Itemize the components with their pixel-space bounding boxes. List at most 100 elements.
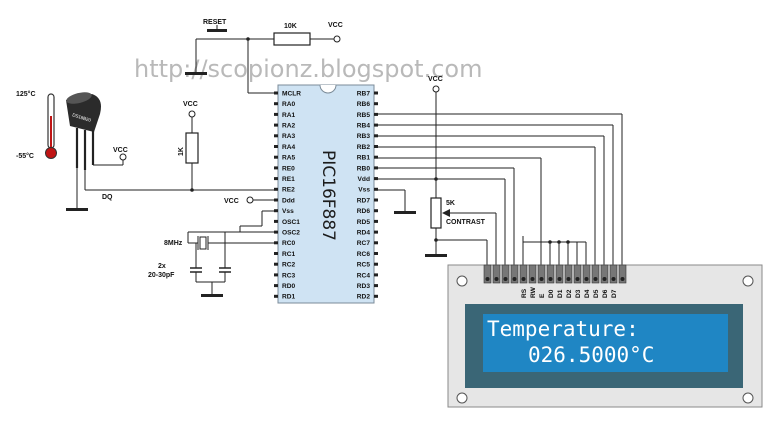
mcu-right-pin-label: RB1 <box>357 155 371 162</box>
mcu-left-pin-label: Vss <box>282 208 294 215</box>
mcu-left-pin-label: RE2 <box>282 187 295 194</box>
mcu-left-pin-label: RA4 <box>282 144 296 151</box>
mcu-right-pin-label: RB5 <box>357 112 371 119</box>
mcu-right-pin-label: RD6 <box>357 208 371 215</box>
vcc-label-vdd: VCC <box>224 198 239 205</box>
mcu-pin-lead <box>274 209 278 213</box>
vcc-label-reset: VCC <box>328 22 343 29</box>
lcd-header-pin <box>591 264 600 284</box>
mcu-right-pin-label: RB4 <box>357 123 371 130</box>
mcu-part-label: PIC16F887 <box>318 150 338 241</box>
lcd-header-pin <box>510 264 519 284</box>
mcu-pin-lead <box>274 219 278 223</box>
lcd-pin-pad <box>512 277 517 281</box>
lcd-pin-pad <box>575 277 580 281</box>
mcu-left-pin-label: Ddd <box>282 197 295 204</box>
lcd-pin-pad <box>602 277 607 281</box>
caps-count-label: 2x <box>158 263 166 270</box>
lcd-pin-label: D6 <box>602 289 609 298</box>
dq-label: DQ <box>102 194 113 201</box>
pot-value-label: 5K <box>446 200 455 207</box>
capacitor <box>219 267 231 273</box>
mcu-right-pin-label: RB6 <box>357 101 371 108</box>
mcu-pin-lead <box>374 284 378 288</box>
mcu-left-pin-label: RA1 <box>282 112 296 119</box>
lcd-header-pin <box>600 264 609 284</box>
mcu-left-pin-label: RC0 <box>282 240 296 247</box>
mcu-chip <box>277 84 375 304</box>
lcd-header-pin <box>537 264 546 284</box>
mcu-pin-lead <box>274 166 278 170</box>
lcd-header-pin <box>519 264 528 284</box>
mcu-pin-lead <box>274 134 278 138</box>
mcu-pin-lead <box>274 187 278 191</box>
mcu-pin-lead <box>374 155 378 159</box>
mcu-right-pin-label: RD2 <box>357 294 371 301</box>
lcd-pin-label: D1 <box>557 289 564 298</box>
resistor-10k-label: 10K <box>284 23 297 30</box>
resistor-1k-label: 1K <box>178 147 185 156</box>
mcu-right-pin-label: RD7 <box>357 197 371 204</box>
mcu-pin-lead <box>274 155 278 159</box>
lcd-pin-pad <box>593 277 598 281</box>
lcd-header-pin <box>483 264 492 284</box>
mcu-pin-lead <box>374 241 378 245</box>
mcu-pin-lead <box>274 273 278 277</box>
lcd-pin-label: RW <box>530 286 537 298</box>
lcd-header-pin <box>618 264 627 284</box>
capacitor <box>190 267 202 273</box>
vcc-terminal <box>333 35 341 43</box>
mcu-right-pin-label: RB2 <box>357 144 371 151</box>
mcu-pin-lead <box>274 145 278 148</box>
temp-low-label: -55°C <box>16 152 34 160</box>
mcu-pin-lead <box>274 230 278 234</box>
lcd-header-pin <box>555 264 564 284</box>
mcu-left-pin-label: OSC2 <box>282 230 300 237</box>
mcu-right-pin-label: RD5 <box>357 219 371 226</box>
mcu-left-pin-label: RA2 <box>282 123 296 130</box>
caps-value-label: 20-30pF <box>148 272 175 279</box>
mcu-pin-lead <box>274 241 278 245</box>
lcd-header-pin <box>492 264 501 284</box>
mcu-left-pin-label: RE1 <box>282 176 295 183</box>
mcu-pin-lead <box>374 91 378 95</box>
lcd-header-pin <box>582 264 591 284</box>
lcd-pin-label: D0 <box>548 289 555 298</box>
lcd-pin-pad <box>530 277 535 281</box>
lcd-pin-pad <box>557 277 562 281</box>
ground-symbol <box>201 294 223 297</box>
reset-button <box>202 25 233 40</box>
mcu-pin-lead <box>374 273 378 277</box>
lcd-header-pin <box>528 264 537 284</box>
mcu-left-pin-label: RA3 <box>282 133 296 140</box>
lcd-pin-pad <box>485 277 490 281</box>
mcu-left-pin-label: RD0 <box>282 283 296 290</box>
mcu-pin-lead <box>374 102 378 106</box>
mcu-right-pin-label: RB7 <box>357 90 371 97</box>
lcd-pin-pad <box>539 277 544 281</box>
mcu-pin-lead <box>274 177 278 181</box>
mcu-left-pin-label: RA0 <box>282 101 296 108</box>
mcu-pin-lead <box>274 294 278 298</box>
lcd-pin-label: D5 <box>593 289 600 298</box>
mcu-left-pin-label: RC1 <box>282 251 296 258</box>
mcu-left-pin-label: RA5 <box>282 155 296 162</box>
temperature-sensor: DS18B20 <box>66 92 101 170</box>
contrast-potentiometer <box>430 197 442 229</box>
mcu-pin-lead <box>274 252 278 255</box>
mcu-pin-lead <box>274 123 278 127</box>
mcu-pin-lead <box>274 284 278 288</box>
mcu-pin-lead <box>274 112 278 116</box>
lcd-header-pin <box>501 264 510 284</box>
lcd-pin-label: D2 <box>566 289 573 298</box>
lcd-pin-label: D7 <box>611 289 618 298</box>
mcu-left-pin-label: OSC1 <box>282 219 300 226</box>
ground-symbol <box>66 208 88 211</box>
vcc-label-sensor: VCC <box>113 147 128 154</box>
ground-symbol <box>185 72 207 75</box>
mcu-right-pin-label: RC4 <box>357 272 371 279</box>
lcd-header-pin <box>546 264 555 284</box>
mcu-pin-lead <box>374 219 378 223</box>
lcd-header-pin <box>573 264 582 284</box>
lcd-line-1: Temperature: <box>487 317 639 341</box>
